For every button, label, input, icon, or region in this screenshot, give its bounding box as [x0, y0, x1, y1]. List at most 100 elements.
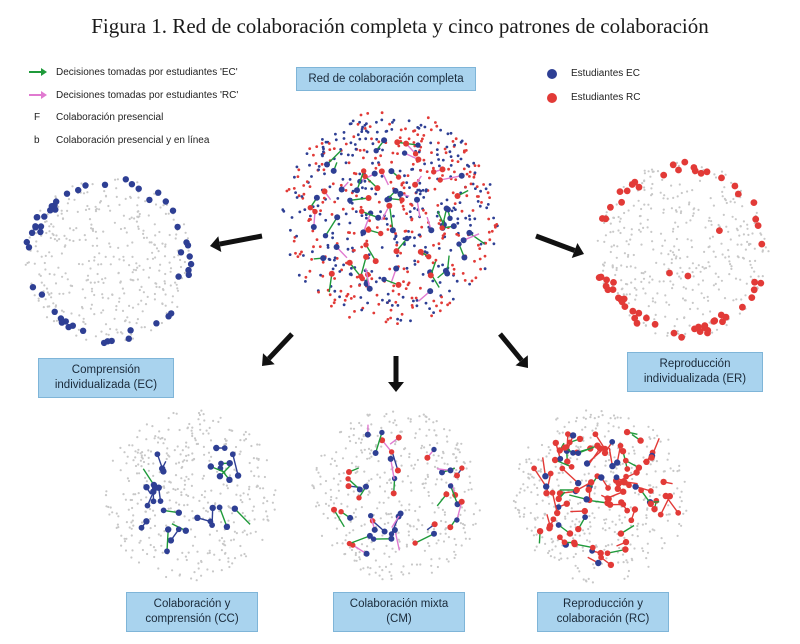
gray-node: [178, 428, 181, 432]
rc-student-node: [563, 500, 570, 507]
rc-student-node: [453, 170, 456, 174]
gray-node: [575, 416, 579, 419]
gray-node: [124, 319, 127, 322]
rc-student-node: [333, 277, 336, 280]
gray-node: [588, 515, 591, 518]
gray-node: [708, 321, 711, 324]
gray-node: [123, 537, 126, 540]
gray-node: [131, 279, 134, 282]
gray-node: [53, 273, 56, 276]
rc-student-node: [633, 319, 641, 327]
gray-node: [341, 457, 345, 460]
gray-node: [654, 332, 657, 335]
gray-node: [465, 467, 468, 470]
gray-node: [383, 471, 386, 474]
gray-node: [86, 191, 89, 194]
rc-student-node: [551, 456, 559, 464]
rc-student-node: [362, 148, 366, 152]
gray-node: [578, 570, 581, 573]
gray-node: [537, 470, 540, 473]
gray-node: [666, 519, 670, 522]
gray-node: [124, 549, 128, 552]
gray-node: [133, 217, 136, 220]
gray-node: [686, 238, 689, 241]
rc-student-node: [441, 174, 444, 177]
rc-student-node: [635, 464, 643, 471]
gray-node: [262, 518, 265, 521]
gray-node: [627, 569, 631, 573]
gray-node: [394, 550, 397, 553]
ec-student-node: [331, 236, 334, 240]
gray-node: [662, 280, 665, 283]
rc-student-node: [631, 506, 639, 513]
rc-student-node: [400, 312, 404, 316]
gray-node: [168, 233, 171, 237]
ec-student-node: [392, 187, 399, 194]
rc-student-node: [395, 243, 399, 247]
ec-student-node: [471, 182, 475, 186]
gray-node: [596, 424, 599, 427]
gray-node: [618, 220, 622, 223]
gray-node: [356, 470, 359, 473]
ec-student-node: [347, 197, 353, 203]
gray-node: [662, 470, 665, 473]
gray-node: [679, 277, 683, 280]
ec-student-node: [323, 172, 326, 176]
gray-node: [360, 438, 363, 441]
gray-node: [697, 264, 700, 267]
gray-node: [422, 413, 425, 416]
gray-node: [600, 410, 603, 413]
gray-node: [569, 481, 572, 484]
gray-node: [523, 506, 526, 510]
gray-node: [617, 229, 620, 232]
gray-node: [721, 253, 724, 256]
ec-student-node: [187, 260, 195, 268]
gray-node: [186, 237, 189, 240]
ec-student-node: [437, 264, 440, 268]
gray-node: [52, 225, 55, 228]
gray-node: [523, 489, 526, 492]
ec-student-node: [182, 527, 189, 534]
gray-node: [45, 231, 48, 235]
ec-student-node: [423, 125, 427, 129]
gray-node: [187, 478, 190, 481]
rc-student-node: [602, 282, 610, 290]
gray-node: [374, 571, 377, 574]
ec-student-node: [569, 432, 577, 439]
rc-student-node: [604, 495, 611, 502]
rc-student-node: [465, 172, 469, 176]
gray-node: [331, 544, 334, 547]
ec-student-node: [334, 214, 341, 221]
gray-node: [357, 437, 361, 440]
gray-node: [123, 540, 127, 543]
ec-student-node: [366, 532, 373, 539]
ec-student-node: [339, 148, 343, 151]
gray-node: [547, 446, 550, 449]
rc-student-node: [355, 194, 358, 198]
gray-node: [443, 462, 446, 465]
ec-student-node: [364, 431, 371, 438]
rc-student-node: [555, 495, 562, 503]
gray-node: [679, 496, 682, 499]
ec-student-node: [326, 243, 330, 247]
gray-node: [738, 312, 742, 315]
gray-node: [90, 227, 93, 230]
rc-student-node: [359, 113, 363, 117]
rc-student-node: [750, 286, 758, 294]
gray-node: [444, 528, 447, 531]
gray-node: [121, 287, 124, 290]
gray-node: [518, 491, 521, 494]
gray-node: [621, 462, 624, 465]
ec-student-node: [333, 258, 336, 262]
gray-node: [171, 295, 174, 298]
gray-node: [464, 537, 467, 540]
ec-student-node: [321, 138, 324, 141]
gray-node: [53, 238, 57, 241]
gray-node: [180, 493, 183, 497]
gray-node: [84, 296, 87, 299]
ec-student-node: [370, 536, 377, 542]
gray-node: [116, 523, 119, 526]
gray-node: [90, 287, 94, 290]
gray-node: [151, 251, 154, 254]
gray-node: [589, 436, 592, 439]
